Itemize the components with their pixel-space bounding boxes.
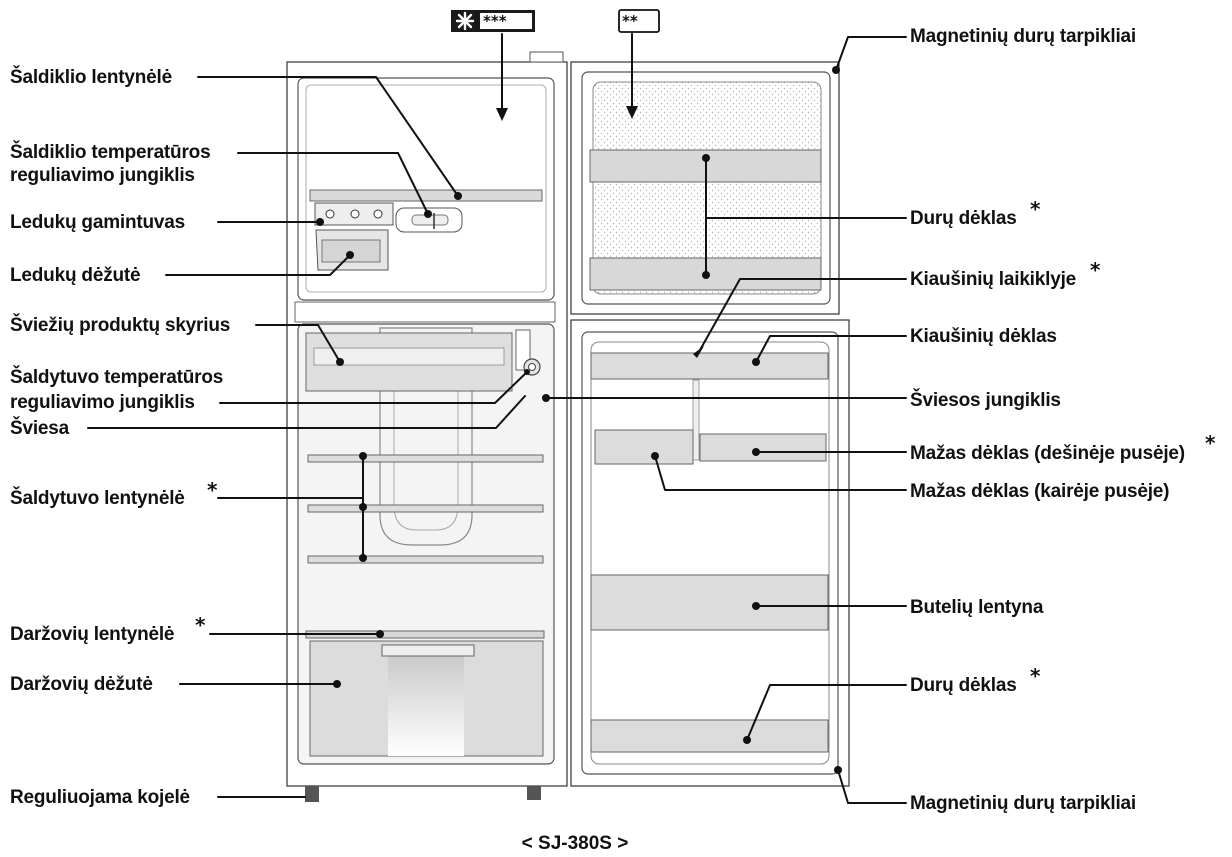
label-door-pocket-top: Durų dėklas bbox=[910, 208, 1017, 229]
label-bottle-shelf: Butelių lentyna bbox=[910, 597, 1044, 618]
small-pocket-left bbox=[594, 429, 694, 465]
asterisk-vegetable-shelf: * bbox=[195, 613, 206, 637]
label-ice-box: Ledukų dėžutė bbox=[10, 265, 141, 286]
label-ice-maker: Ledukų gamintuvas bbox=[10, 212, 186, 233]
bottle-shelf bbox=[590, 574, 829, 631]
label-freezer-shelf: Šaldiklio lentynėlė bbox=[10, 67, 172, 88]
freezer-shelf bbox=[309, 189, 543, 202]
door-rating-stars: ** bbox=[622, 12, 638, 30]
label-vegetable-box: Daržovių dėžutė bbox=[10, 674, 153, 695]
label-magnetic-gasket-top: Magnetinių durų tarpikliai bbox=[910, 26, 1136, 47]
label-egg-tray: Kiaušinių dėklas bbox=[910, 326, 1057, 347]
fridge-shelf-3 bbox=[307, 555, 544, 564]
label-door-pocket-bottom: Durų dėklas bbox=[910, 675, 1017, 696]
asterisk-door-pocket-bottom: * bbox=[1030, 664, 1041, 688]
label-light-switch: Šviesos jungiklis bbox=[910, 390, 1061, 411]
label-freezer-temp-line2: reguliavimo jungiklis bbox=[10, 165, 195, 186]
fridge-shelf-1 bbox=[307, 454, 544, 463]
small-pocket-right bbox=[699, 433, 827, 462]
label-freezer-temp-line1: Šaldiklio temperatūros bbox=[10, 142, 211, 163]
adjustable-foot-left bbox=[305, 786, 319, 802]
label-egg-holder: Kiaušinių laikiklyje bbox=[910, 269, 1077, 290]
leader-lines bbox=[87, 33, 907, 804]
door-pocket-lower bbox=[590, 719, 829, 753]
egg-tray bbox=[590, 352, 829, 380]
freezer-rating-stars: *** bbox=[483, 12, 507, 30]
leader-markers bbox=[316, 66, 842, 774]
label-fridge-shelf: Šaldytuvo lentynėlė bbox=[10, 488, 185, 509]
vegetable-box bbox=[309, 640, 544, 757]
label-magnetic-gasket-bottom: Magnetinių durų tarpikliai bbox=[910, 793, 1136, 814]
asterisk-door-pocket-top: * bbox=[1030, 197, 1041, 221]
asterisk-fridge-shelf: * bbox=[207, 478, 218, 502]
label-vegetable-shelf: Daržovių lentynėlė bbox=[10, 624, 175, 645]
fridge-door bbox=[570, 319, 850, 787]
label-light: Šviesa bbox=[10, 418, 70, 439]
label-adjustable-foot: Reguliuojama kojelė bbox=[10, 787, 190, 808]
door-rating-badge bbox=[618, 9, 660, 33]
adjustable-foot-right bbox=[527, 786, 541, 800]
model-caption: < SJ-380S > bbox=[521, 833, 629, 854]
fridge-shelf-2 bbox=[307, 504, 544, 513]
asterisk-egg-holder: * bbox=[1090, 258, 1101, 282]
label-fridge-temp-line2: reguliavimo jungiklis bbox=[10, 392, 195, 413]
label-small-pocket-right: Mažas dėklas (dešinėje pusėje) bbox=[910, 443, 1185, 464]
freezer-rating-badge bbox=[451, 10, 535, 32]
label-fridge-temp-line1: Šaldytuvo temperatūros bbox=[10, 367, 224, 388]
asterisk-small-pocket-right: * bbox=[1205, 431, 1216, 455]
ice-maker bbox=[314, 202, 394, 226]
label-small-pocket-left: Mažas dėklas (kairėje pusėje) bbox=[910, 481, 1170, 502]
label-fresh-compartment: Šviežių produktų skyrius bbox=[10, 315, 231, 336]
